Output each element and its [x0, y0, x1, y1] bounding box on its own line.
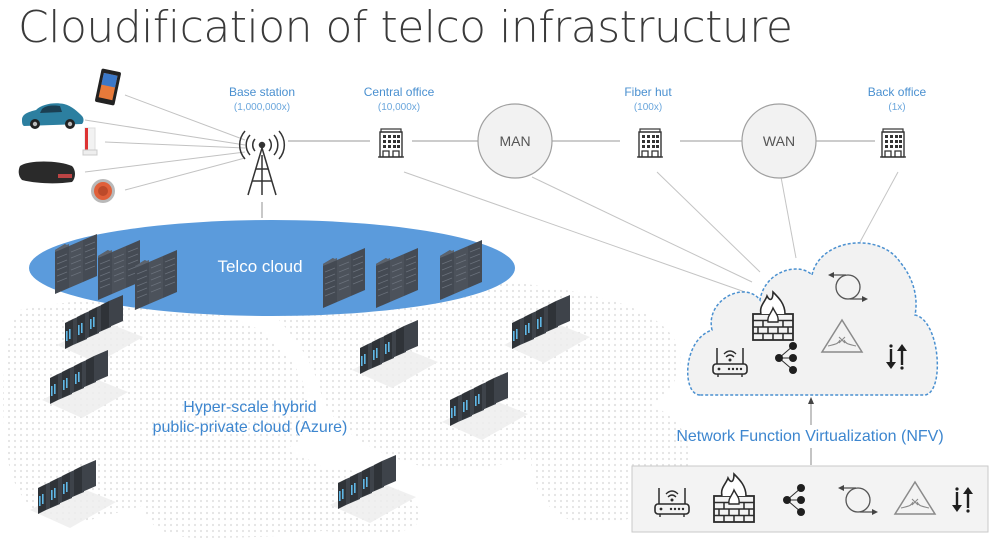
- base-station-label: Base station (1,000,000x): [229, 85, 295, 115]
- backbone-links: [261, 140, 875, 218]
- link-thermostat: [124, 157, 246, 191]
- nfv-functions-box: [631, 465, 989, 533]
- central-office-building-icon: [377, 128, 405, 158]
- page-title: Cloudification of telco infrastructure: [18, 2, 793, 53]
- central-office-scale: (10,000x): [377, 102, 421, 113]
- central-office-label: Central office (10,000x): [364, 85, 434, 115]
- fiber-hut-label: Fiber hut (100x): [624, 85, 671, 115]
- headset-icon: [18, 161, 75, 184]
- central-office-name: Central office: [363, 85, 435, 99]
- thermostat-icon: [91, 179, 115, 203]
- telco-cloud-label: Telco cloud: [217, 257, 302, 276]
- man-node: MAN: [477, 103, 553, 179]
- link-headset: [84, 151, 246, 173]
- hyperscale-label-line2: public-private cloud (Azure): [153, 419, 348, 436]
- nfv-label: Network Function Virtualization (NFV): [676, 428, 943, 445]
- hyperscale-label-line1: Hyper-scale hybrid: [183, 399, 316, 416]
- wan-label: WAN: [763, 133, 795, 149]
- man-label: MAN: [499, 133, 530, 149]
- nfv-arrow: [808, 397, 814, 465]
- wan-node: WAN: [741, 103, 817, 179]
- fiber-hut-name: Fiber hut: [624, 85, 672, 99]
- cell-tower-icon: [238, 130, 286, 196]
- world-map-background: [3, 277, 692, 538]
- link-fiber-nfv: [656, 171, 761, 273]
- nfv-cloud: [686, 242, 938, 396]
- link-central-nfv: [403, 171, 746, 293]
- link-man-nfv: [531, 176, 753, 283]
- base-station-scale: (1,000,000x): [233, 102, 291, 113]
- link-phone: [124, 94, 246, 141]
- fiber-hut-scale: (100x): [633, 102, 663, 113]
- back-office-name: Back office: [867, 85, 927, 99]
- device-links: [84, 94, 246, 191]
- link-back-nfv: [859, 171, 899, 243]
- link-car: [84, 119, 246, 146]
- back-office-scale: (1x): [888, 102, 906, 113]
- router-device-icon: [82, 127, 98, 156]
- phone-icon: [95, 68, 121, 106]
- base-station-name: Base station: [228, 85, 296, 99]
- link-router-device: [104, 141, 246, 149]
- nfv-links: [403, 171, 899, 293]
- fiber-hut-building-icon: [636, 128, 664, 158]
- back-office-label: Back office (1x): [868, 85, 926, 115]
- back-office-building-icon: [879, 128, 907, 158]
- car-icon: [22, 103, 84, 129]
- link-wan-nfv: [780, 176, 797, 259]
